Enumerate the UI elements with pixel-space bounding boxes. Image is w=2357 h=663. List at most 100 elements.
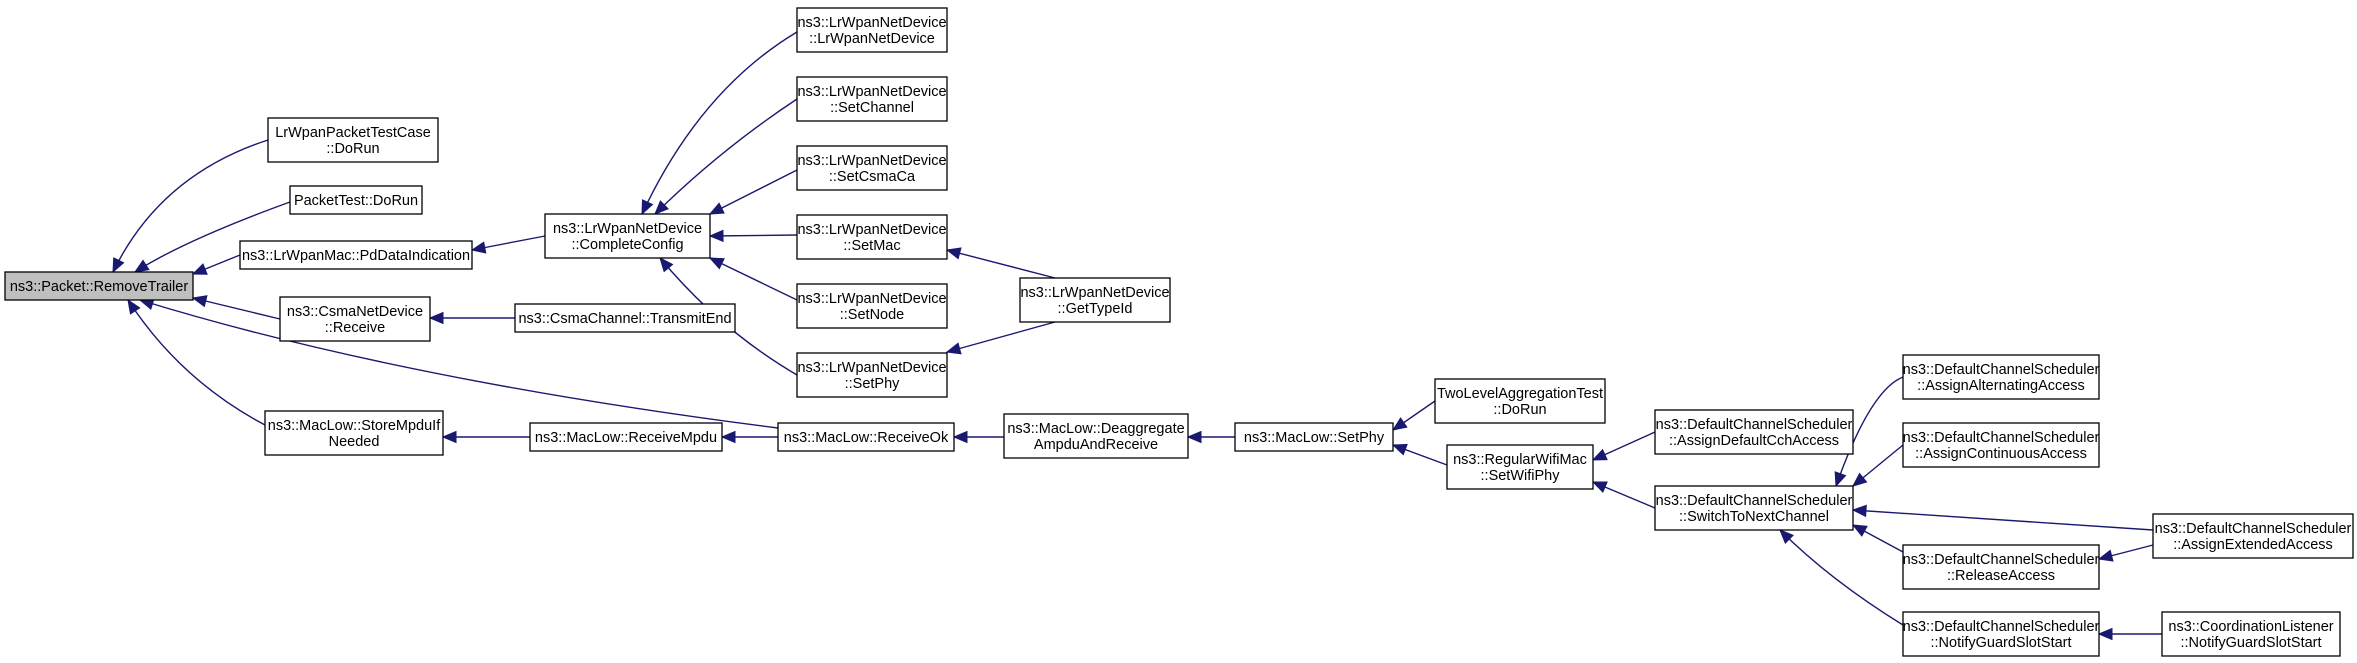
function-node[interactable]: ns3::DefaultChannelScheduler::ReleaseAcc… xyxy=(1902,544,2100,590)
node-label-line: ns3::MacLow::SetPhy xyxy=(1244,430,1385,446)
arrowhead-icon xyxy=(708,229,724,243)
call-edge xyxy=(708,229,798,243)
node-label-line: ns3::DefaultChannelScheduler xyxy=(2155,521,2352,537)
arrowhead-icon xyxy=(1851,524,1868,537)
function-node[interactable]: ns3::CoordinationListener::NotifyGuardSl… xyxy=(2161,611,2341,657)
arrowhead-icon xyxy=(1834,471,1847,488)
function-node[interactable]: ns3::RegularWifiMac::SetWifiPhy xyxy=(1446,444,1594,490)
function-node[interactable]: PacketTest::DoRun xyxy=(289,185,423,215)
node-label-line: ::SetPhy xyxy=(845,376,901,392)
call-edge xyxy=(1834,376,1904,488)
function-node[interactable]: LrWpanPacketTestCase::DoRun xyxy=(267,117,439,163)
node-box xyxy=(1234,422,1394,452)
function-node[interactable]: ns3::MacLow::SetPhy xyxy=(1234,422,1394,452)
function-node[interactable]: ns3::DefaultChannelScheduler::AssignDefa… xyxy=(1654,409,1854,455)
node-label-line: ::DoRun xyxy=(1493,402,1546,418)
function-node[interactable]: ns3::LrWpanNetDevice::SetPhy xyxy=(796,352,948,398)
call-edge xyxy=(2097,627,2162,641)
root-function-node[interactable]: ns3::Packet::RemoveTrailer xyxy=(4,271,194,301)
arrowhead-icon xyxy=(952,430,968,444)
node-box xyxy=(2152,513,2354,559)
node-label-line: PacketTest::DoRun xyxy=(294,193,418,209)
arrowhead-icon xyxy=(708,257,725,270)
arrowhead-icon xyxy=(1591,481,1608,493)
node-label-line: ::DoRun xyxy=(326,141,379,157)
node-label-line: ns3::LrWpanNetDevice xyxy=(797,15,946,31)
node-label-line: ns3::RegularWifiMac xyxy=(1453,452,1587,468)
node-box xyxy=(289,185,423,215)
node-box xyxy=(1902,422,2100,468)
call-edge xyxy=(1591,481,1656,509)
function-node[interactable]: ns3::LrWpanMac::PdDataIndication xyxy=(239,240,473,270)
node-label-line: ns3::DefaultChannelScheduler xyxy=(1656,493,1853,509)
function-node[interactable]: ns3::CsmaNetDevice::Receive xyxy=(279,296,431,342)
node-label-line: TwoLevelAggregationTest xyxy=(1437,386,1603,402)
function-node[interactable]: ns3::LrWpanNetDevice::SetNode xyxy=(796,283,948,329)
nodes-layer: ns3::Packet::RemoveTrailer LrWpanPacketTe… xyxy=(4,7,2354,657)
edge-line xyxy=(709,234,798,237)
function-node[interactable]: ns3::MacLow::ReceiveMpdu xyxy=(529,422,723,452)
arrowhead-icon xyxy=(659,257,674,273)
edge-line xyxy=(1835,376,1904,487)
edge-line xyxy=(946,249,1056,279)
call-edge xyxy=(441,430,530,444)
node-label-line: ::NotifyGuardSlotStart xyxy=(2180,635,2321,651)
call-edge xyxy=(708,169,798,215)
node-box xyxy=(239,240,473,270)
function-node[interactable]: ns3::LrWpanNetDevice::SetChannel xyxy=(796,76,948,122)
function-node[interactable]: ns3::MacLow::ReceiveOk xyxy=(777,422,955,452)
call-edge xyxy=(1852,444,1904,487)
node-box xyxy=(796,214,948,260)
edge-line xyxy=(127,299,266,426)
function-node[interactable]: ns3::DefaultChannelScheduler::AssignAlte… xyxy=(1902,354,2100,400)
arrowhead-icon xyxy=(2097,549,2114,562)
node-box xyxy=(1654,485,1854,531)
function-node[interactable]: ns3::CsmaChannel::TransmitEnd xyxy=(514,303,736,333)
function-node[interactable]: ns3::DefaultChannelScheduler::SwitchToNe… xyxy=(1654,485,1854,531)
call-edge xyxy=(133,201,291,273)
function-node[interactable]: TwoLevelAggregationTest::DoRun xyxy=(1434,378,1606,424)
node-box xyxy=(4,271,194,301)
edge-line xyxy=(641,31,798,215)
call-edge xyxy=(112,139,269,274)
function-node[interactable]: ns3::LrWpanNetDevice::GetTypeId xyxy=(1019,277,1171,323)
node-label-line: ::SetWifiPhy xyxy=(1481,468,1561,484)
node-label-line: ::SwitchToNextChannel xyxy=(1679,509,1829,525)
arrowhead-icon xyxy=(1391,443,1408,456)
function-node[interactable]: ns3::DefaultChannelScheduler::AssignCont… xyxy=(1902,422,2100,468)
function-node[interactable]: ns3::DefaultChannelScheduler::AssignExte… xyxy=(2152,513,2354,559)
node-box xyxy=(1019,277,1171,323)
arrowhead-icon xyxy=(945,247,962,260)
node-label-line: ns3::LrWpanNetDevice xyxy=(797,153,946,169)
call-edge xyxy=(952,430,1004,444)
function-node[interactable]: ns3::LrWpanNetDevice::CompleteConfig xyxy=(544,213,711,259)
node-box xyxy=(264,410,444,456)
call-edge xyxy=(2097,544,2154,562)
node-label-line: ns3::LrWpanNetDevice xyxy=(797,84,946,100)
node-label-line: ns3::CsmaChannel::TransmitEnd xyxy=(518,311,731,327)
node-box xyxy=(1902,544,2100,590)
node-label-line: Needed xyxy=(329,434,380,450)
call-edge xyxy=(191,295,281,320)
call-edge xyxy=(641,31,798,216)
node-box xyxy=(1003,413,1189,459)
arrowhead-icon xyxy=(1779,529,1794,544)
node-box xyxy=(267,117,439,163)
node-box xyxy=(279,296,431,342)
arrowhead-icon xyxy=(191,263,208,275)
node-label-line: ns3::DefaultChannelScheduler xyxy=(1903,552,2100,568)
function-node[interactable]: ns3::LrWpanNetDevice::SetCsmaCa xyxy=(796,145,948,191)
function-node[interactable]: ns3::DefaultChannelScheduler::NotifyGuar… xyxy=(1902,611,2100,657)
arrowhead-icon xyxy=(428,311,444,325)
node-label-line: ns3::LrWpanNetDevice xyxy=(553,221,702,237)
node-label-line: ns3::LrWpanMac::PdDataIndication xyxy=(242,248,470,264)
node-label-line: ::SetMac xyxy=(843,238,900,254)
arrowhead-icon xyxy=(1851,504,1867,518)
arrowhead-icon xyxy=(720,430,736,444)
function-node[interactable]: ns3::LrWpanNetDevice::SetMac xyxy=(796,214,948,260)
function-node[interactable]: ns3::LrWpanNetDevice::LrWpanNetDevice xyxy=(796,7,948,53)
edge-line xyxy=(709,169,798,215)
node-box xyxy=(1434,378,1606,424)
